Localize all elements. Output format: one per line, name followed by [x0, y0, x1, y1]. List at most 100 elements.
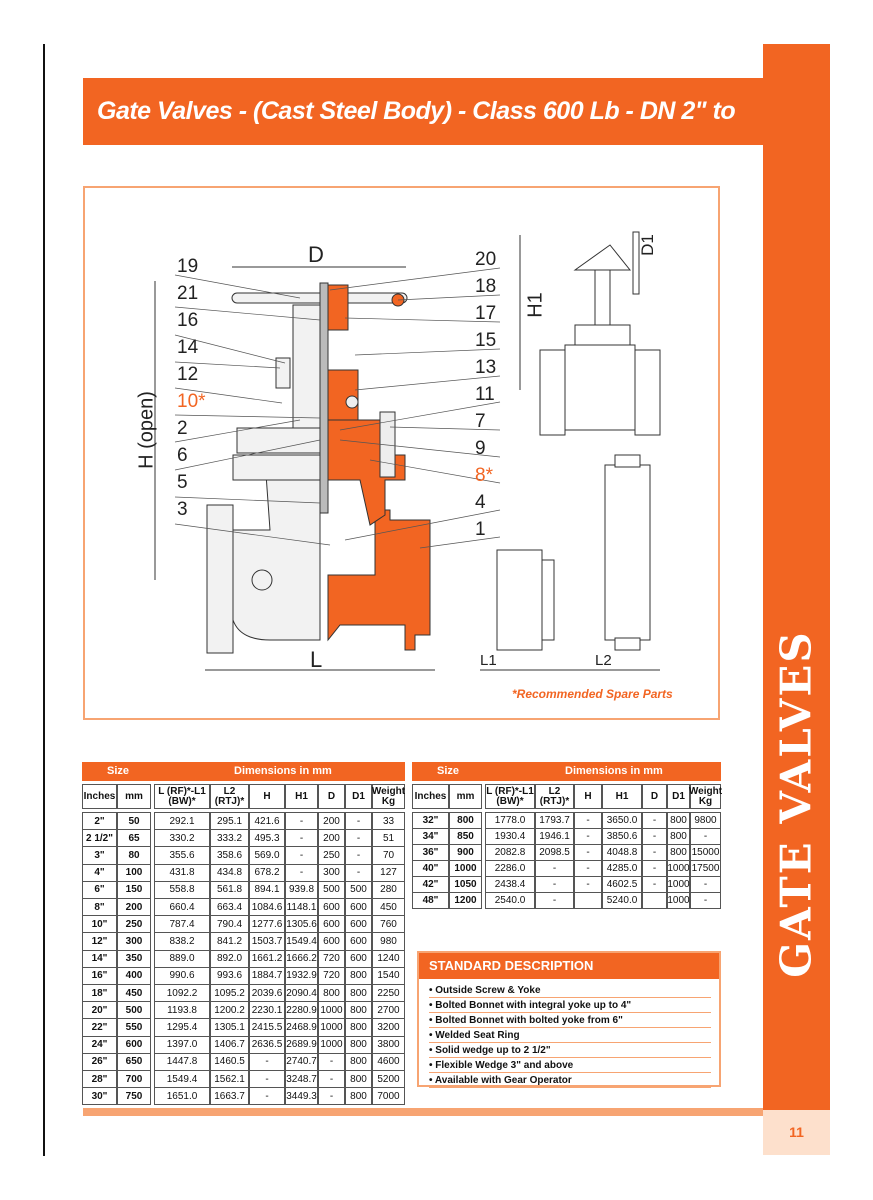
table-cell: 1000	[318, 1018, 345, 1037]
table-cell: 200	[318, 829, 345, 848]
dimension-h1-label: H1	[524, 292, 547, 318]
table-cell: 600	[318, 915, 345, 934]
table-cell: 700	[117, 1070, 151, 1089]
size-inches-cell: 22"	[82, 1018, 117, 1037]
table-cell: 2230.1	[249, 1001, 285, 1020]
table-cell: 3449.3	[285, 1087, 318, 1106]
table-cell: 2636.5	[249, 1035, 285, 1054]
table-cell: -	[318, 1070, 345, 1089]
table-cell: 17500	[690, 860, 721, 877]
table-cell: 355.6	[154, 846, 210, 865]
part-label: 6	[177, 445, 188, 466]
table-cell: 1305.6	[285, 915, 318, 934]
column-header: H	[249, 784, 285, 809]
table-cell: 431.8	[154, 863, 210, 882]
table-cell: -	[642, 812, 667, 829]
table-cell: 1406.7	[210, 1035, 249, 1054]
table-cell: 3200	[372, 1018, 405, 1037]
table-cell: 1148.1	[285, 898, 318, 917]
column-header: mm	[449, 784, 482, 809]
table-cell: 800	[318, 984, 345, 1003]
table-cell: -	[574, 876, 602, 893]
table-cell: 1000	[667, 860, 690, 877]
part-label: 4	[475, 492, 486, 513]
table-cell: 33	[372, 812, 405, 831]
table-cell: 500	[117, 1001, 151, 1020]
description-item: • Flexible Wedge 3" and above	[429, 1058, 711, 1073]
table-cell: 1200.2	[210, 1001, 249, 1020]
table-cell: 2250	[372, 984, 405, 1003]
table-cell: 2700	[372, 1001, 405, 1020]
table-cell: -	[574, 844, 602, 861]
column-header: H	[574, 784, 602, 809]
table-cell: 663.4	[210, 898, 249, 917]
table-cell: 2082.8	[485, 844, 535, 861]
standard-description: STANDARD DESCRIPTION • Outside Screw & Y…	[417, 951, 721, 1088]
table-cell: 1295.4	[154, 1018, 210, 1037]
column-header: D1	[667, 784, 690, 809]
table-cell: 127	[372, 863, 405, 882]
size-inches-cell: 14"	[82, 949, 117, 968]
table-cell: 2740.7	[285, 1052, 318, 1071]
dimension-h-label: H (open)	[135, 391, 158, 469]
column-header: L (RF)*-L1 (BW)*	[154, 784, 210, 809]
table-cell: 65	[117, 829, 151, 848]
table-cell: -	[535, 860, 574, 877]
table-cell: 15000	[690, 844, 721, 861]
table-cell: 650	[117, 1052, 151, 1071]
part-label: 10*	[177, 391, 206, 412]
table-cell: 1946.1	[535, 828, 574, 845]
size-inches-cell: 36"	[412, 844, 449, 861]
table-cell: 2468.9	[285, 1018, 318, 1037]
page-margin-line	[43, 44, 45, 1156]
table-cell: 292.1	[154, 812, 210, 831]
table-cell: 150	[117, 880, 151, 899]
table-cell: 1562.1	[210, 1070, 249, 1089]
table-cell: 1447.8	[154, 1052, 210, 1071]
table-cell: 1193.8	[154, 1001, 210, 1020]
size-inches-cell: 34"	[412, 828, 449, 845]
table-cell: 900	[449, 844, 482, 861]
dimension-l-label: L	[310, 647, 323, 672]
table-cell: 760	[372, 915, 405, 934]
table-cell: 1540	[372, 966, 405, 985]
part-label: 1	[475, 519, 486, 540]
table-cell	[574, 892, 602, 909]
page-number: 11	[763, 1110, 830, 1155]
table-cell: 2540.0	[485, 892, 535, 909]
table-cell: 850	[449, 828, 482, 845]
size-inches-cell: 10"	[82, 915, 117, 934]
table-cell: 600	[345, 949, 372, 968]
column-header: L (RF)*-L1 (BW)*	[485, 784, 535, 809]
table-cell: 5240.0	[602, 892, 642, 909]
table-cell: 1666.2	[285, 949, 318, 968]
size-inches-cell: 48"	[412, 892, 449, 909]
table-cell: 3650.0	[602, 812, 642, 829]
table-cell: 800	[449, 812, 482, 829]
table-cell: 894.1	[249, 880, 285, 899]
table-cell: 2438.4	[485, 876, 535, 893]
table-cell: 561.8	[210, 880, 249, 899]
table-cell: -	[345, 863, 372, 882]
table-cell: -	[574, 860, 602, 877]
table-cell: 1930.4	[485, 828, 535, 845]
table-cell: 9800	[690, 812, 721, 829]
table-cell: 300	[117, 932, 151, 951]
table-cell: 1778.0	[485, 812, 535, 829]
dimensions-header: Dimensions in mm	[565, 765, 663, 777]
table-cell: 4048.8	[602, 844, 642, 861]
size-inches-cell: 8"	[82, 898, 117, 917]
table-cell: 80	[117, 846, 151, 865]
table-cell: -	[285, 846, 318, 865]
part-label: 13	[475, 357, 497, 378]
column-header: D	[318, 784, 345, 809]
table-cell: 3850.6	[602, 828, 642, 845]
description-item: • Available with Gear Operator	[429, 1073, 711, 1088]
table-cell: 1095.2	[210, 984, 249, 1003]
table-cell: 1092.2	[154, 984, 210, 1003]
table-cell: 550	[117, 1018, 151, 1037]
table-cell: 295.1	[210, 812, 249, 831]
column-header: L2 (RTJ)*	[210, 784, 249, 809]
table-cell: 800	[345, 1052, 372, 1071]
size-inches-cell: 40"	[412, 860, 449, 877]
